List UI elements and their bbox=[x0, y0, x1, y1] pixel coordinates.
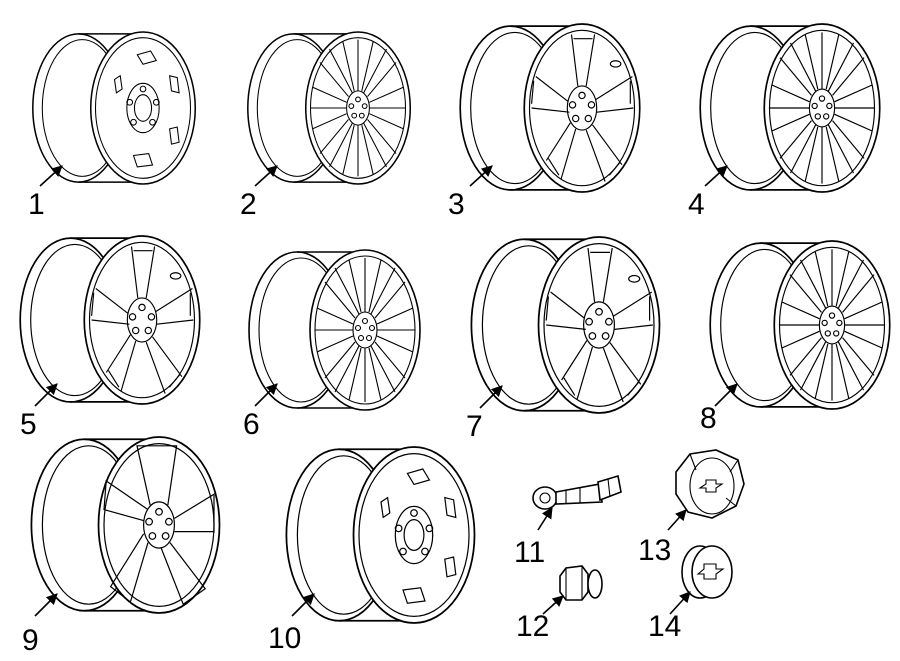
wheel-9[interactable] bbox=[30, 436, 221, 614]
part-label-10: 10 bbox=[268, 622, 301, 655]
part-label-5: 5 bbox=[20, 408, 37, 441]
lug-nut[interactable] bbox=[559, 565, 603, 601]
center-cap-steel[interactable] bbox=[675, 449, 745, 519]
center-cap-alloy[interactable] bbox=[681, 545, 733, 599]
part-labels: 1 2 3 4 5 6 7 8 9 10 11 12 13 14 bbox=[20, 188, 717, 657]
part-label-3: 3 bbox=[448, 188, 465, 221]
part-label-4: 4 bbox=[688, 188, 705, 221]
part-label-2: 2 bbox=[240, 188, 257, 221]
wheel-7[interactable] bbox=[470, 236, 661, 414]
wheel-3[interactable] bbox=[459, 23, 641, 193]
leader-arrows bbox=[34, 165, 738, 617]
part-label-1: 1 bbox=[28, 188, 45, 221]
wheel-5[interactable] bbox=[19, 235, 201, 405]
wheel-1[interactable] bbox=[32, 31, 197, 185]
part-label-6: 6 bbox=[243, 408, 260, 441]
part-label-11: 11 bbox=[514, 536, 545, 569]
wheel-2[interactable] bbox=[247, 31, 412, 185]
part-label-13: 13 bbox=[638, 534, 671, 567]
wheel-8[interactable] bbox=[709, 240, 891, 410]
wheel-10[interactable] bbox=[285, 446, 476, 624]
part-label-8: 8 bbox=[700, 402, 717, 435]
tpms-valve-stem[interactable] bbox=[532, 474, 622, 510]
part-label-7: 7 bbox=[466, 410, 483, 443]
part-label-9: 9 bbox=[22, 624, 39, 657]
part-label-14: 14 bbox=[648, 610, 681, 643]
part-label-12: 12 bbox=[516, 610, 549, 643]
